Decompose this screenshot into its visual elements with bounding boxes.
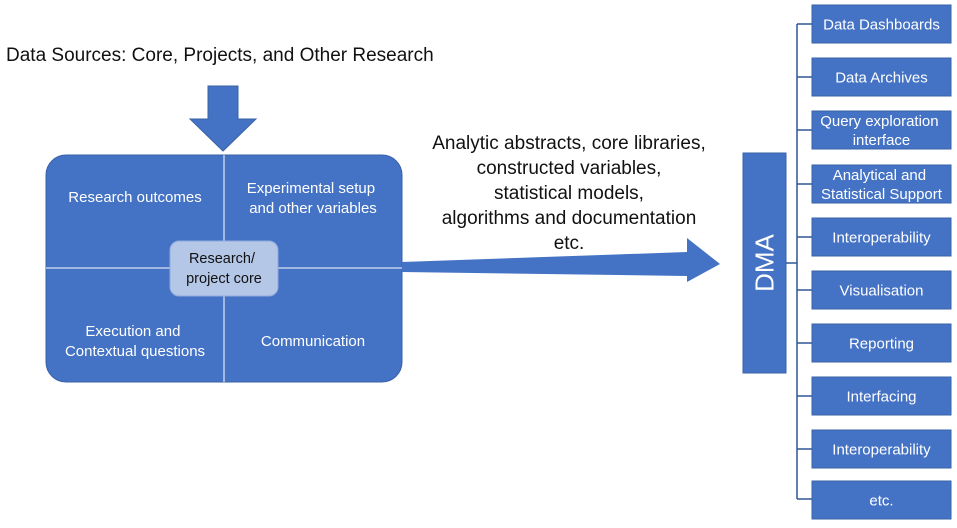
- output-label: Interoperability: [832, 230, 931, 247]
- down-arrow-icon: [188, 85, 258, 152]
- quadrant-execution-line-1: Execution and: [85, 323, 180, 340]
- output-visualisation: Visualisation: [811, 270, 952, 310]
- quadrant-communication: Communication: [261, 333, 365, 350]
- output-etc: etc.: [811, 480, 952, 520]
- output-box: [811, 480, 952, 520]
- quadrant-experimental-setup-line-2: and other variables: [249, 200, 377, 217]
- output-list: Data Dashboards Data Archives Query expl…: [811, 4, 952, 520]
- research-core-label: Research/ project core: [186, 251, 262, 287]
- output-data-dashboards: Data Dashboards: [811, 4, 952, 44]
- output-label: Data Dashboards: [823, 17, 940, 34]
- output-box: [811, 57, 952, 97]
- output-label: etc.: [869, 493, 893, 510]
- output-label: Query exploration interface: [820, 113, 943, 149]
- output-label: Data Archives: [835, 70, 928, 87]
- output-interfacing: Interfacing: [811, 376, 952, 416]
- dma-block: [742, 152, 787, 374]
- output-analytical-statistical: Analytical and Statistical Support: [811, 164, 952, 204]
- output-box: [811, 429, 952, 469]
- output-box: [811, 376, 952, 416]
- output-label-line-2: Statistical Support: [821, 186, 943, 203]
- flow-label-line-4: algorithms and documentation: [442, 208, 697, 229]
- output-box: [811, 323, 952, 363]
- output-label-line-1: Query exploration: [820, 113, 938, 130]
- output-data-archives: Data Archives: [811, 57, 952, 97]
- output-interoperability-2: Interoperability: [811, 429, 952, 469]
- output-label: Interfacing: [846, 389, 916, 406]
- core-panel: Research outcomes Experimental setup and…: [45, 154, 403, 383]
- output-label: Visualisation: [840, 283, 924, 300]
- research-core-line-2: project core: [186, 271, 262, 287]
- quadrant-experimental-setup: Experimental setup and other variables: [247, 180, 380, 217]
- output-query-exploration: Query exploration interface: [811, 110, 952, 150]
- flow-label-line-2: constructed variables,: [477, 158, 662, 179]
- output-box: [811, 217, 952, 257]
- output-label-line-2: interface: [853, 132, 911, 149]
- output-box: [811, 110, 952, 150]
- quadrant-research-outcomes: Research outcomes: [68, 189, 201, 206]
- flow-label-line-1: Analytic abstracts, core libraries,: [432, 133, 706, 154]
- flow-label: Analytic abstracts, core libraries, cons…: [432, 133, 706, 254]
- output-box: [811, 270, 952, 310]
- output-interoperability-1: Interoperability: [811, 217, 952, 257]
- flow-arrow-icon: [402, 238, 720, 282]
- output-label: Analytical and Statistical Support: [821, 167, 943, 203]
- output-box: [811, 164, 952, 204]
- dma-label: DMA: [750, 233, 780, 291]
- connector-tree: [786, 23, 812, 500]
- output-label: Interoperability: [832, 442, 931, 459]
- quadrant-execution-contextual: Execution and Contextual questions: [65, 323, 205, 360]
- flow-label-line-5: etc.: [554, 233, 585, 254]
- output-box: [811, 4, 952, 44]
- quadrant-experimental-setup-line-1: Experimental setup: [247, 180, 375, 197]
- research-core-box: [169, 240, 279, 297]
- research-core-line-1: Research/: [189, 251, 256, 267]
- output-label-line-1: Analytical and: [833, 167, 926, 184]
- output-label: Reporting: [849, 336, 914, 353]
- output-reporting: Reporting: [811, 323, 952, 363]
- quadrant-execution-line-2: Contextual questions: [65, 343, 205, 360]
- flow-label-line-3: statistical models,: [494, 183, 644, 204]
- data-sources-label: Data Sources: Core, Projects, and Other …: [6, 45, 434, 66]
